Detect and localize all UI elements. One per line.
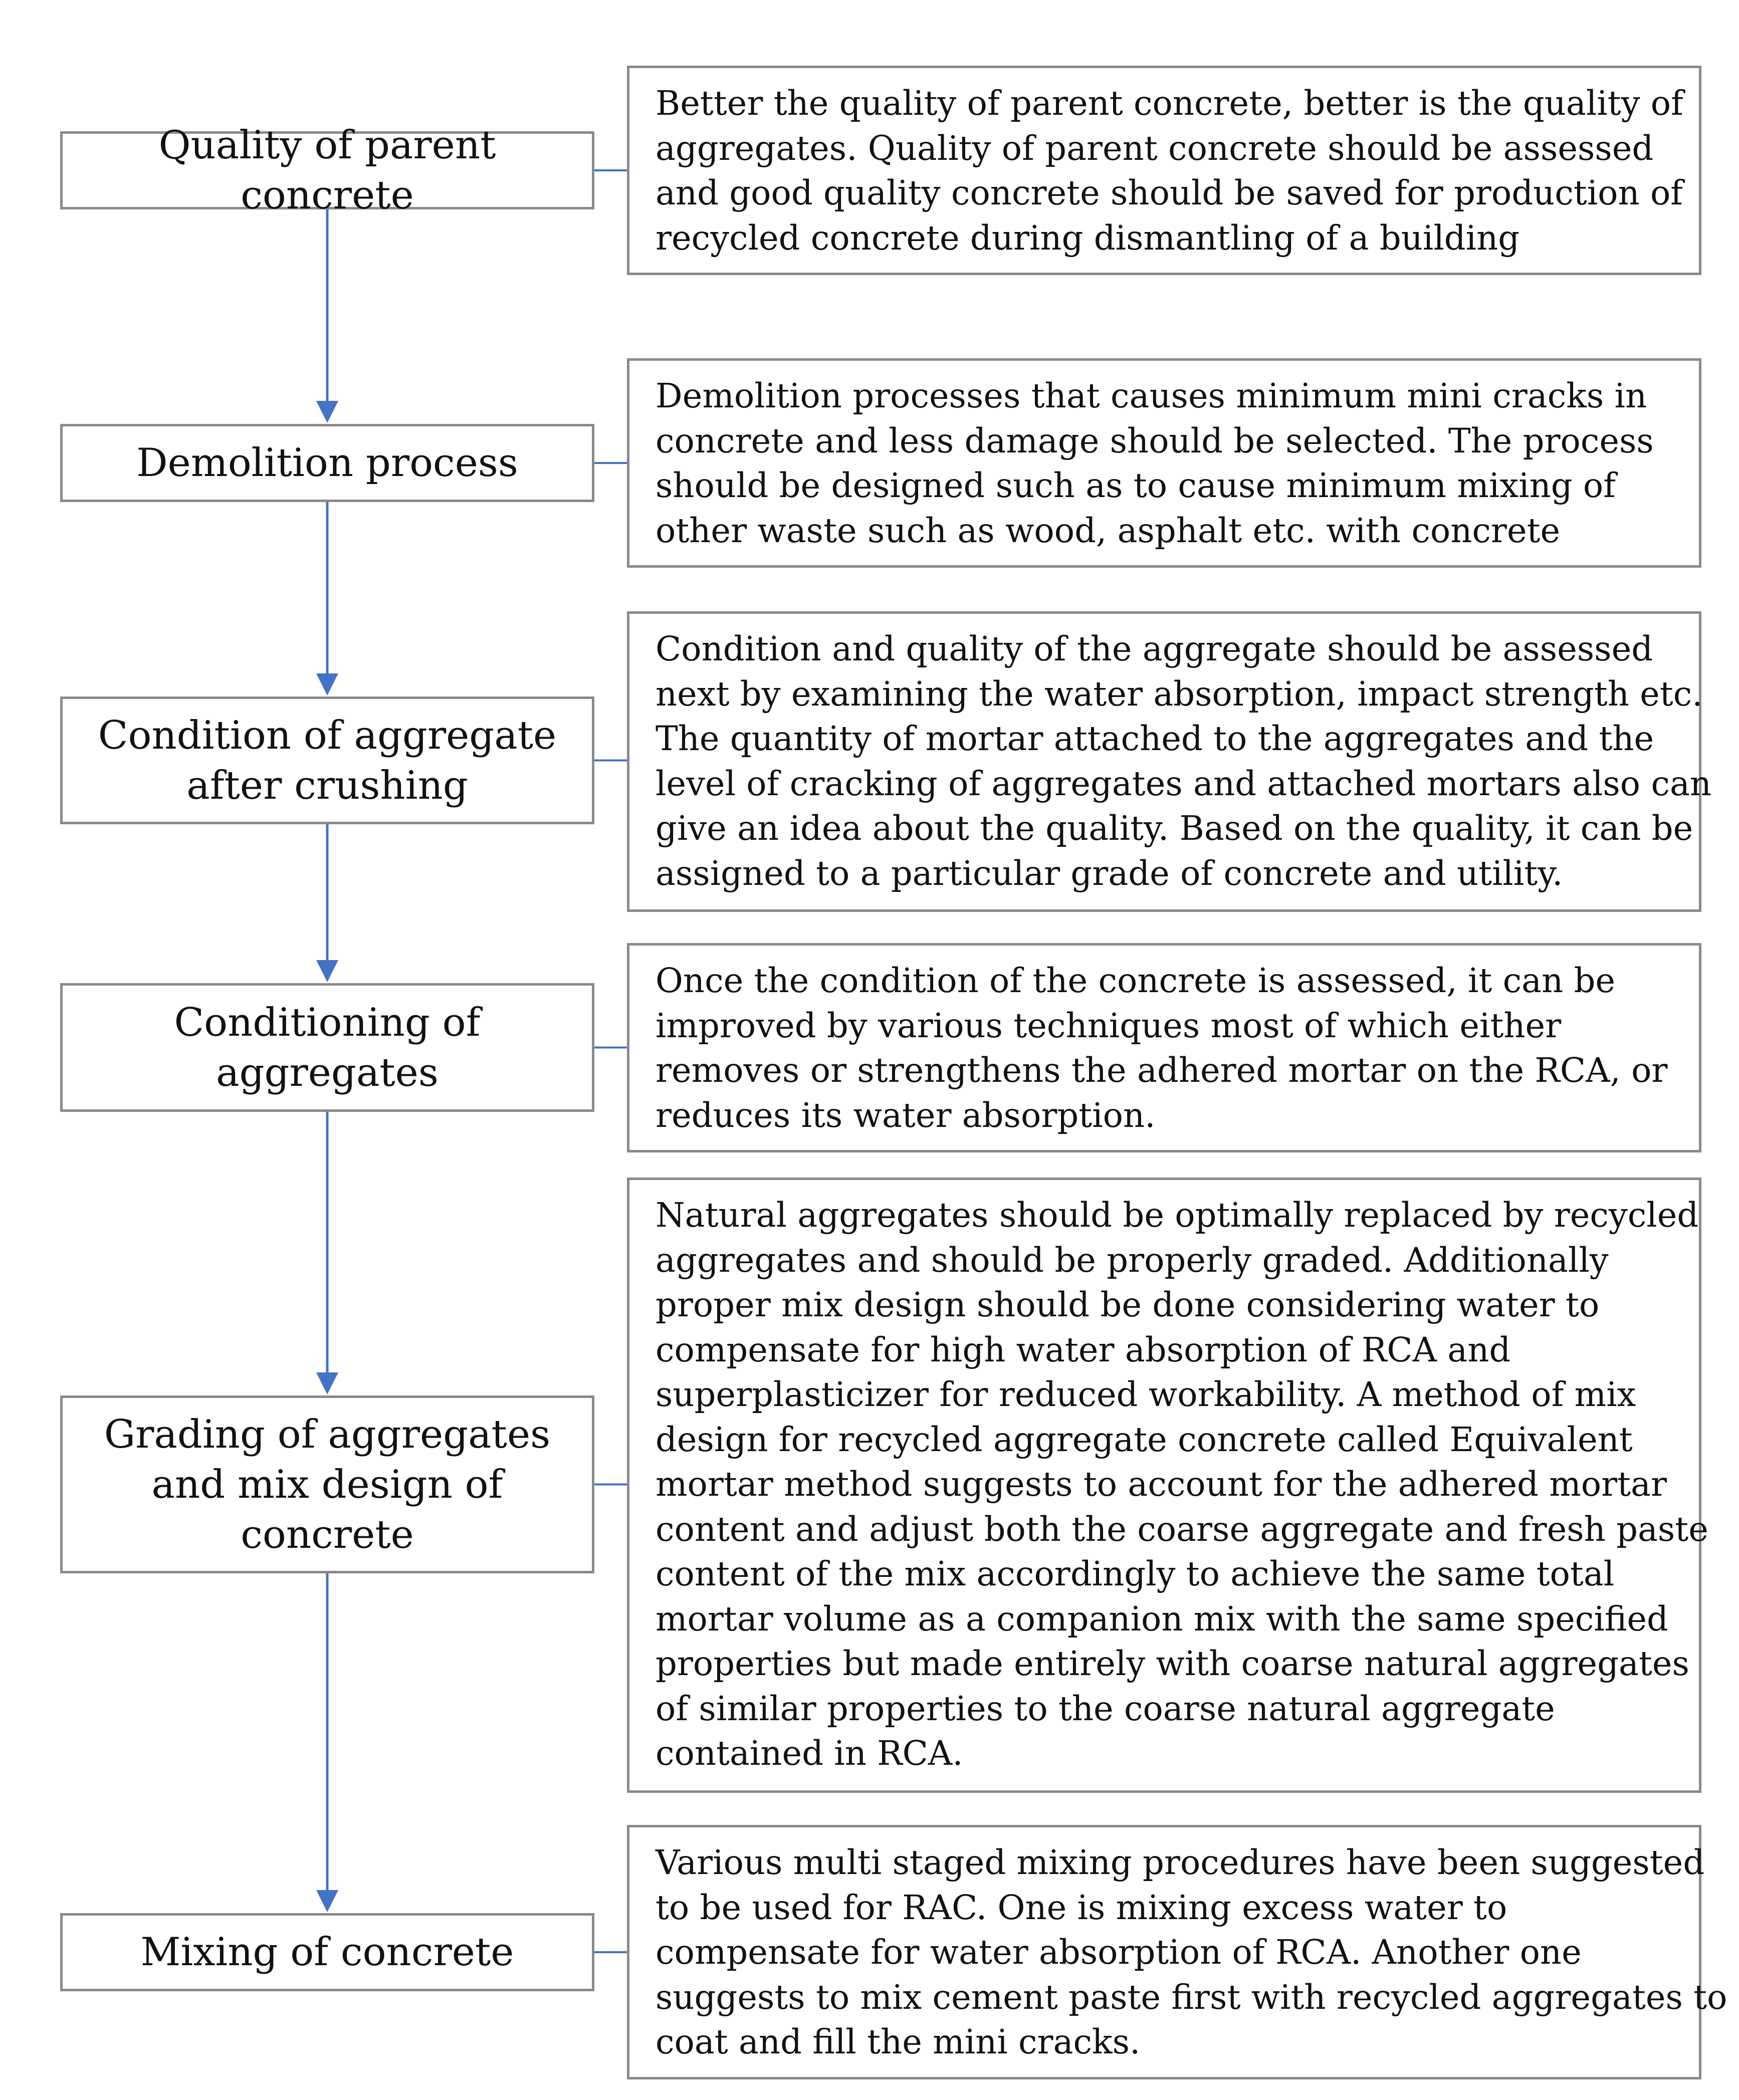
step-label: Quality of parent concrete — [158, 123, 496, 218]
description-line: proper mix design should be done conside… — [656, 1285, 1600, 1324]
description-box-conditioning-of-aggregates: Once the condition of the concrete is as… — [627, 943, 1701, 1152]
description-line: Condition and quality of the aggregate s… — [656, 629, 1653, 668]
step-box-conditioning-of-aggregates: Conditioning of aggregates — [60, 983, 594, 1112]
description-box-quality-of-parent-concrete: Better the quality of parent concrete, b… — [627, 66, 1701, 275]
description-line: aggregates and should be properly graded… — [656, 1240, 1609, 1280]
description-line: and good quality concrete should be save… — [656, 173, 1683, 212]
description-line: properties but made entirely with coarse… — [656, 1644, 1689, 1683]
description-line: improved by various techniques most of w… — [656, 1006, 1562, 1045]
description-line: Demolition processes that causes minimum… — [656, 376, 1647, 415]
description-line: contained in RCA. — [656, 1734, 963, 1773]
description-line: should be designed such as to cause mini… — [656, 466, 1616, 505]
description-box-mixing-of-concrete: Various multi staged mixing procedures h… — [627, 1825, 1727, 2079]
step-box-grading-and-mix-design: Grading of aggregates and mix design of … — [60, 1395, 594, 1573]
description-box-demolition-process: Demolition processes that causes minimum… — [627, 358, 1701, 568]
arrow-head-icon — [316, 673, 338, 695]
description-line: Natural aggregates should be optimally r… — [656, 1196, 1699, 1235]
step-box-demolition-process: Demolition process — [60, 424, 594, 502]
step-label: Condition of aggregate after crushing — [98, 713, 557, 808]
description-line: of similar properties to the coarse natu… — [656, 1689, 1555, 1728]
description-line: reduces its water absorption. — [656, 1095, 1156, 1135]
description-line: removes or strengthens the adhered morta… — [656, 1051, 1668, 1090]
description-box-grading-and-mix-design: Natural aggregates should be optimally r… — [627, 1178, 1708, 1793]
description-line: compensate for water absorption of RCA. … — [656, 1933, 1582, 1972]
step-label: Conditioning of aggregates — [174, 1000, 481, 1095]
arrow-head-icon — [316, 1372, 338, 1394]
arrow-head-icon — [316, 1890, 338, 1912]
step-label: Mixing of concrete — [140, 1930, 514, 1975]
description-box-condition-of-aggregate: Condition and quality of the aggregate s… — [627, 611, 1712, 912]
arrow-head-icon — [316, 960, 338, 982]
description-line: design for recycled aggregate concrete c… — [656, 1420, 1633, 1459]
description-line: to be used for RAC. One is mixing excess… — [656, 1888, 1507, 1927]
description-line: compensate for high water absorption of … — [656, 1330, 1511, 1369]
description-line: level of cracking of aggregates and atta… — [656, 764, 1712, 803]
description-line: give an idea about the quality. Based on… — [656, 809, 1693, 848]
step-box-mixing-of-concrete: Mixing of concrete — [60, 1913, 594, 1991]
description-line: mortar method suggests to account for th… — [656, 1465, 1667, 1504]
description-line: concrete and less damage should be selec… — [656, 421, 1654, 460]
description-line: assigned to a particular grade of concre… — [656, 853, 1563, 893]
step-box-quality-of-parent-concrete: Quality of parent concrete — [60, 123, 594, 218]
description-line: content of the mix accordingly to achiev… — [656, 1554, 1615, 1593]
description-line: content and adjust both the coarse aggre… — [656, 1509, 1708, 1549]
step-label: Demolition process — [136, 440, 518, 486]
description-line: Once the condition of the concrete is as… — [656, 961, 1616, 1000]
description-line: suggests to mix cement paste first with … — [656, 1977, 1727, 2017]
description-line: superplasticizer for reduced workability… — [656, 1375, 1636, 1414]
arrow-head-icon — [316, 401, 338, 423]
description-line: Various multi staged mixing procedures h… — [656, 1843, 1705, 1882]
description-line: The quantity of mortar attached to the a… — [656, 719, 1654, 758]
description-line: other waste such as wood, asphalt etc. w… — [656, 511, 1561, 550]
description-line: mortar volume as a companion mix with th… — [656, 1599, 1668, 1639]
description-line: aggregates. Quality of parent concrete s… — [656, 128, 1654, 168]
description-line: coat and fill the mini cracks. — [656, 2022, 1141, 2061]
step-box-condition-of-aggregate: Condition of aggregate after crushing — [60, 696, 594, 824]
description-line: next by examining the water absorption, … — [656, 674, 1703, 714]
step-label: Grading of aggregates and mix design of … — [104, 1412, 551, 1557]
description-line: recycled concrete during dismantling of … — [656, 218, 1520, 258]
description-line: Better the quality of parent concrete, b… — [656, 84, 1683, 123]
